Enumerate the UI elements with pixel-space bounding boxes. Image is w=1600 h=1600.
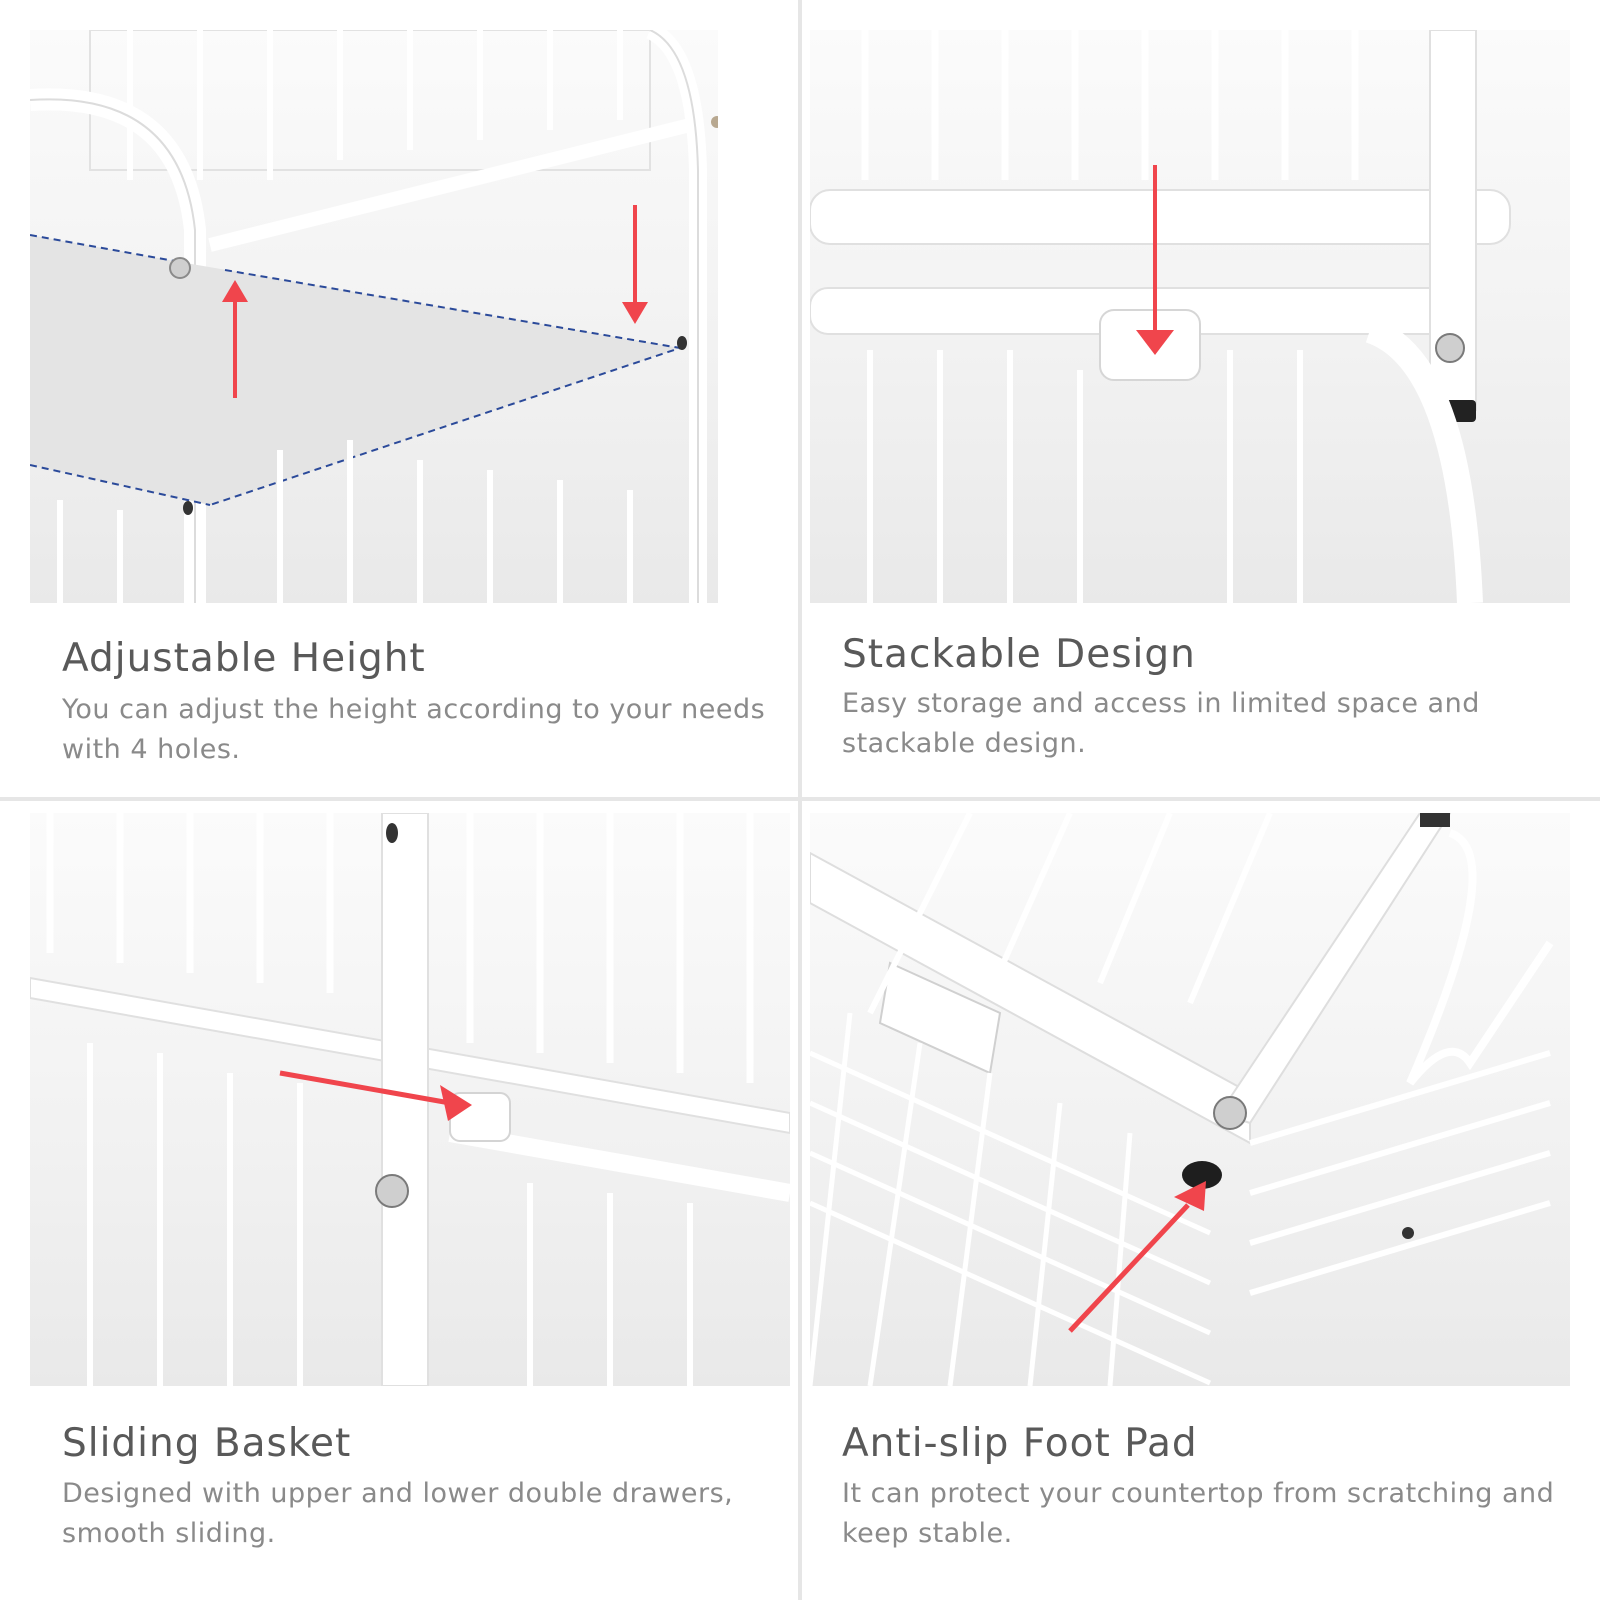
feature-description: Designed with upper and lower double dra… (62, 1478, 734, 1549)
red-arrow-icon (222, 280, 248, 398)
feature-card-adjustable-height: Adjustable Height You can adjust the hei… (0, 0, 798, 798)
screw-icon (1435, 333, 1465, 363)
feature-card-anti-slip-foot-pad: Anti-slip Foot Pad It can protect your c… (802, 801, 1600, 1599)
feature-description: It can protect your countertop from scra… (842, 1478, 1555, 1549)
red-arrow-icon (279, 1070, 472, 1121)
product-photo-adjustable-height (30, 30, 718, 603)
feature-title: Sliding Basket (62, 1421, 352, 1466)
product-photo-anti-slip-foot-pad (810, 813, 1570, 1386)
red-arrow-icon (1136, 165, 1174, 355)
feature-description: You can adjust the height according to y… (62, 694, 766, 765)
screw-icon (1213, 1096, 1247, 1130)
screw-icon (169, 257, 191, 279)
feature-card-sliding-basket: Sliding Basket Designed with upper and l… (0, 801, 798, 1599)
product-photo-stackable-design (810, 30, 1570, 603)
feature-title: Stackable Design (842, 632, 1196, 677)
feature-card-stackable-design: Stackable Design Easy storage and access… (802, 0, 1600, 798)
red-arrow-icon (1068, 1181, 1206, 1333)
red-arrow-icon (622, 205, 648, 324)
product-photo-sliding-basket (30, 813, 790, 1386)
screw-icon (375, 1174, 409, 1208)
feature-title: Anti-slip Foot Pad (842, 1421, 1198, 1466)
feature-title: Adjustable Height (62, 636, 426, 681)
horizontal-divider (0, 797, 1600, 801)
foot-pad-icon (1182, 1161, 1222, 1189)
feature-description: Easy storage and access in limited space… (842, 688, 1480, 759)
